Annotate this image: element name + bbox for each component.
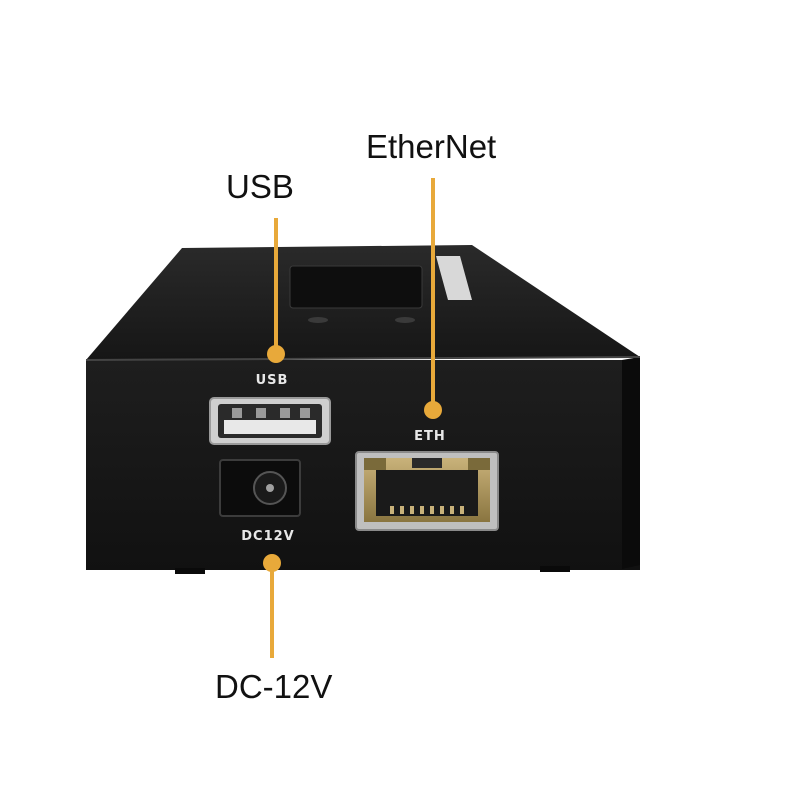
eth-port-label: ETH <box>414 429 446 444</box>
top-indicator-left <box>308 317 328 323</box>
usb-callout-line <box>267 218 285 363</box>
usb-port-label: USB <box>256 373 289 388</box>
ethernet-callout-line <box>424 178 442 419</box>
usb-callout-label: USB <box>226 168 294 205</box>
top-sticker <box>436 256 472 300</box>
dc-callout-label: DC-12V <box>215 668 333 705</box>
dc-jack <box>219 459 301 517</box>
ethernet-port <box>355 451 499 531</box>
foot-left <box>175 568 205 574</box>
top-display-window <box>289 265 423 309</box>
foot-right <box>540 566 570 572</box>
enclosure-side-edge <box>622 357 640 569</box>
usb-port <box>209 397 331 445</box>
dc-port-label: DC12V <box>241 529 294 544</box>
dc-callout-line <box>263 554 281 658</box>
top-indicator-right <box>395 317 415 323</box>
ethernet-callout-label: EtherNet <box>366 128 497 165</box>
